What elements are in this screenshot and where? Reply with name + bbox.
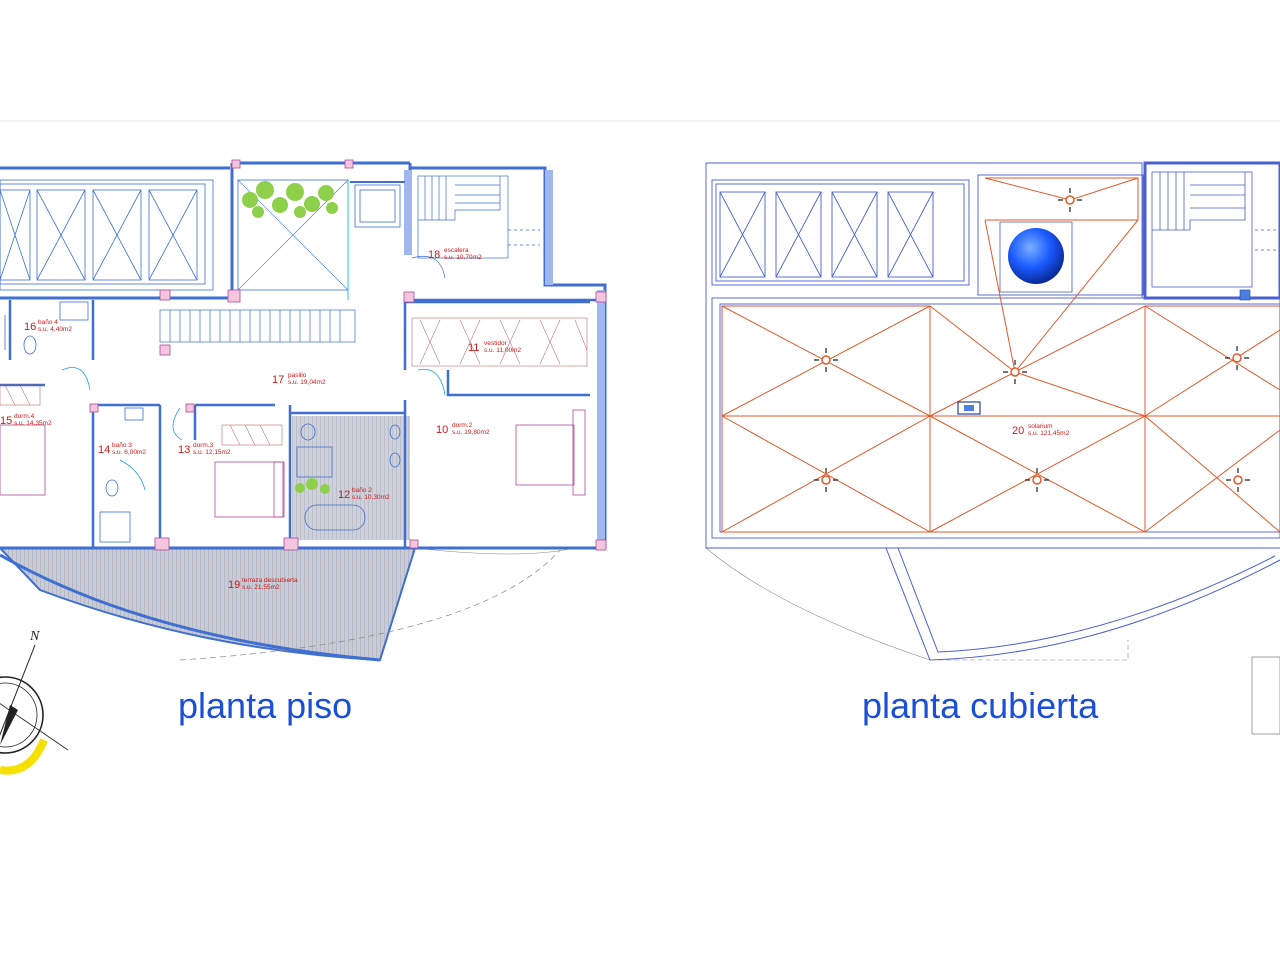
compass-north-label: N	[29, 629, 40, 644]
pool-circle	[1008, 228, 1064, 284]
svg-text:baño 4: baño 4	[38, 319, 58, 326]
room-label-19: 19 terraza descubierta s.u. 21,55m2	[228, 577, 298, 591]
svg-text:12: 12	[338, 489, 350, 501]
svg-text:17: 17	[272, 374, 284, 386]
courtyard	[237, 179, 349, 300]
svg-text:s.u. 4,40m2: s.u. 4,40m2	[38, 326, 72, 333]
pool	[999, 221, 1073, 293]
roof-staircase	[1143, 161, 1280, 300]
compass: N	[0, 629, 69, 775]
roof-plan-title: planta cubierta	[862, 685, 1099, 726]
bath-plants	[295, 478, 330, 494]
beds	[0, 409, 586, 518]
lift	[350, 181, 405, 228]
svg-text:dorm.3: dorm.3	[193, 442, 214, 449]
svg-text:11: 11	[468, 342, 479, 354]
door-swings	[61, 367, 446, 491]
svg-text:s.u. 10,70m2: s.u. 10,70m2	[444, 254, 482, 261]
corridor-stair	[159, 309, 356, 343]
compass-sun-arc	[0, 738, 48, 775]
top-panels	[0, 179, 214, 291]
svg-text:vestidor: vestidor	[484, 340, 508, 347]
svg-text:13: 13	[178, 444, 190, 456]
svg-text:10: 10	[436, 424, 448, 436]
svg-text:solarium: solarium	[1028, 423, 1053, 430]
svg-text:escalera: escalera	[444, 247, 469, 254]
room-label-12: 12 baño 2 s.u. 10,30m2	[338, 487, 390, 501]
room-label-13: 13 dorm.3 s.u. 12,15m2	[178, 442, 231, 456]
svg-text:s.u. 6,00m2: s.u. 6,00m2	[112, 449, 146, 456]
room-label-10: 10 dorm.2 s.u. 19,80m2	[436, 422, 490, 436]
room-label-17: 17 pasillo s.u. 19,04m2	[272, 372, 326, 386]
svg-text:s.u. 10,30m2: s.u. 10,30m2	[352, 494, 390, 501]
roof-slope-lines	[721, 177, 1280, 533]
interior-walls	[0, 298, 605, 548]
svg-text:s.u. 14,35m2: s.u. 14,35m2	[14, 420, 52, 427]
bath-2-floor	[292, 416, 410, 540]
svg-text:s.u. 121,45m2: s.u. 121,45m2	[1028, 430, 1070, 437]
svg-text:15: 15	[0, 415, 12, 427]
svg-text:pasillo: pasillo	[288, 372, 307, 379]
svg-text:s.u. 19,80m2: s.u. 19,80m2	[452, 429, 490, 436]
room-label-18: 18 escalera s.u. 10,70m2	[428, 247, 482, 261]
svg-text:s.u. 11,00m2: s.u. 11,00m2	[484, 347, 521, 354]
floor-plan-title: planta piso	[178, 685, 352, 726]
roof-drains	[814, 188, 1250, 492]
floor-plan: N planta piso	[0, 159, 607, 775]
svg-text:19: 19	[228, 579, 240, 591]
roof-terrace	[705, 547, 1280, 661]
svg-text:dorm.2: dorm.2	[452, 422, 473, 429]
svg-text:14: 14	[98, 444, 110, 456]
roof-plan: planta cubierta	[705, 161, 1280, 735]
staircase	[417, 175, 540, 259]
room-labels: 16 baño 4 s.u. 4,40m2 17 pasillo s.u. 19…	[0, 247, 1070, 591]
bath-fixtures	[4, 301, 401, 543]
room-label-15: 15 dorm.4 s.u. 14,35m2	[0, 413, 52, 427]
room-label-14: 14 baño 3 s.u. 6,00m2	[98, 442, 146, 456]
columns	[89, 159, 607, 551]
svg-text:s.u. 19,04m2: s.u. 19,04m2	[288, 379, 326, 386]
room-label-16: 16 baño 4 s.u. 4,40m2	[24, 319, 72, 333]
terrace-deck	[0, 547, 417, 662]
svg-text:16: 16	[24, 321, 36, 333]
svg-text:baño 2: baño 2	[352, 487, 372, 494]
closet	[411, 317, 588, 367]
svg-text:dorm.4: dorm.4	[14, 413, 35, 420]
svg-text:terraza descubierta: terraza descubierta	[242, 577, 298, 584]
svg-text:s.u. 21,55m2: s.u. 21,55m2	[242, 584, 280, 591]
room-label-20: 20 solarium s.u. 121,45m2	[1012, 423, 1070, 437]
room-label-11: 11 vestidor s.u. 11,00m2	[468, 340, 521, 354]
svg-text:20: 20	[1012, 425, 1024, 437]
svg-text:baño 3: baño 3	[112, 442, 132, 449]
svg-text:s.u. 12,15m2: s.u. 12,15m2	[193, 449, 231, 456]
svg-text:18: 18	[428, 249, 440, 261]
